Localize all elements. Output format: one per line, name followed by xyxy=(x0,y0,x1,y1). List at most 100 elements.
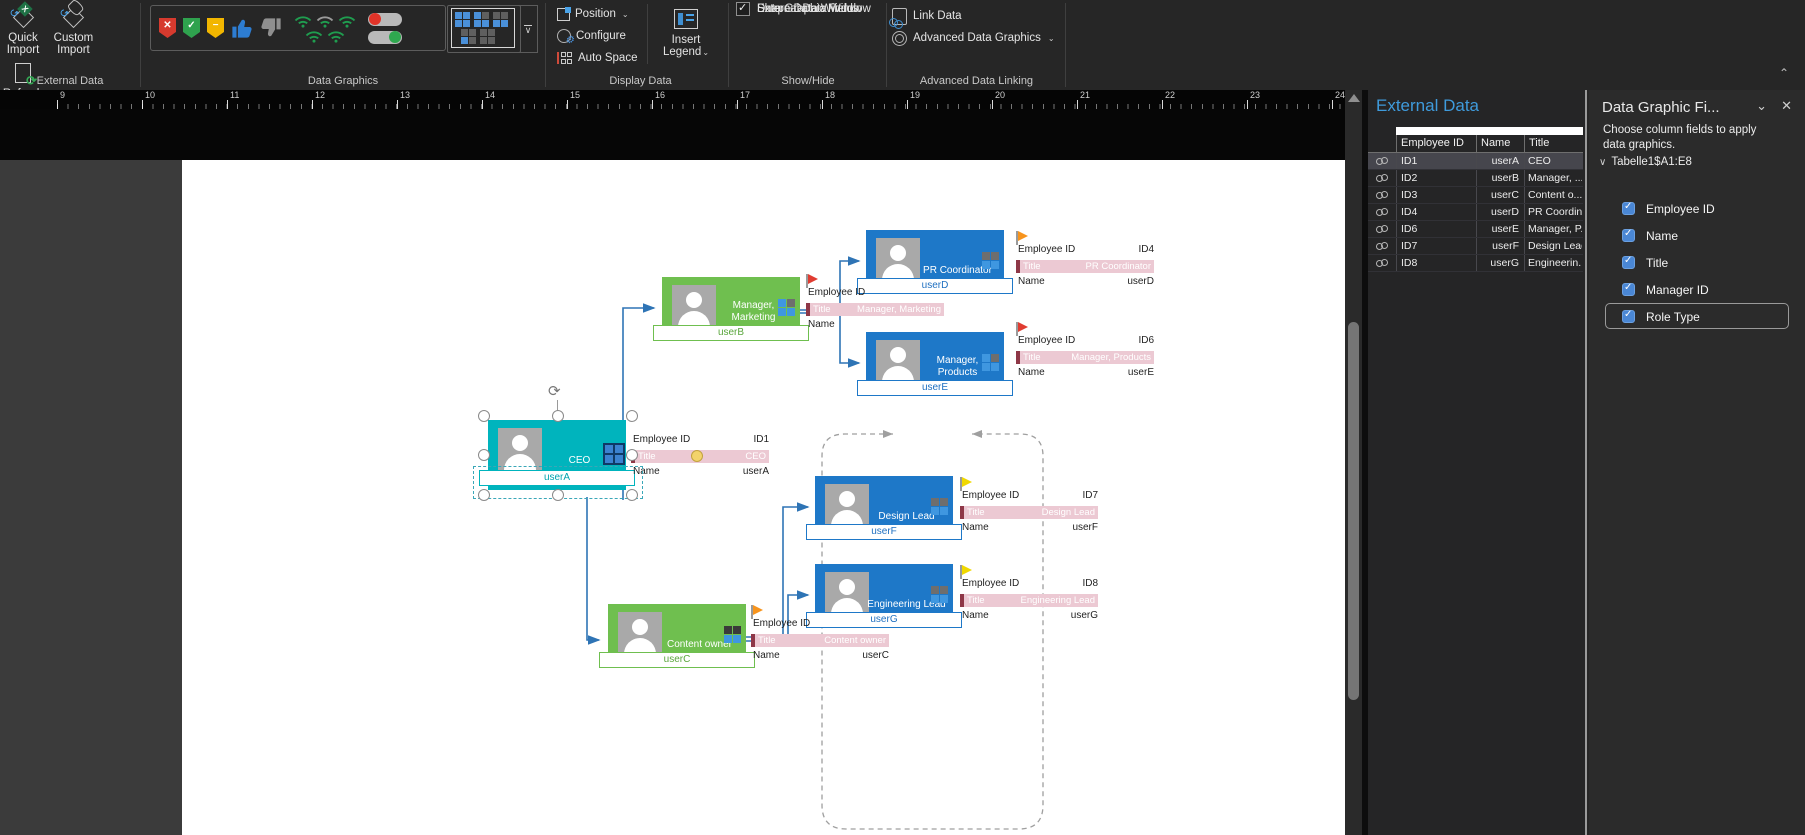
org-shape-design-lead[interactable]: Design Lead userF xyxy=(806,476,962,540)
reject-badge-icon[interactable]: ✕ xyxy=(159,18,176,38)
column-header-name[interactable]: Name xyxy=(1476,135,1524,152)
position-button[interactable]: Position⌄ xyxy=(557,4,629,24)
checkbox-icon[interactable] xyxy=(1622,228,1635,242)
rotation-handle-icon[interactable]: ⟳ xyxy=(548,383,561,400)
field-checkbox-list: Employee ID Name Title Manager ID xyxy=(1589,195,1805,330)
data-graphic-gallery[interactable] xyxy=(447,5,521,53)
cell-employee-id: ID6 xyxy=(1396,221,1476,237)
flag-icon xyxy=(751,605,763,619)
org-shape-ceo[interactable]: CEO userA xyxy=(479,420,635,490)
group-separator xyxy=(728,3,729,87)
insert-legend-icon xyxy=(674,9,698,29)
checkbox-icon[interactable] xyxy=(1622,309,1635,323)
signal-strength-icons[interactable] xyxy=(289,13,361,43)
checkbox-icon[interactable] xyxy=(736,1,750,16)
toggle-off-icon xyxy=(368,12,402,26)
selection-handle[interactable] xyxy=(626,449,638,461)
org-shape-manager-products[interactable]: Manager,Products userE xyxy=(857,332,1013,396)
selection-handle[interactable] xyxy=(626,489,638,501)
selection-handle[interactable] xyxy=(552,410,564,422)
org-shape-manager-marketing[interactable]: Manager,Marketing userB xyxy=(653,277,809,341)
field-checkbox-row[interactable]: Role Type xyxy=(1589,303,1805,330)
cell-name: userB xyxy=(1476,170,1524,186)
external-data-row[interactable]: ID4 userD PR Coordin... xyxy=(1368,204,1583,221)
column-header-title[interactable]: Title xyxy=(1524,135,1582,152)
quick-import-icon: X↺ xyxy=(5,0,34,28)
gallery-more-button[interactable]: ∨ xyxy=(519,5,538,53)
field-checkbox-row[interactable]: Title xyxy=(1589,249,1805,276)
org-shape-pr-coordinator[interactable]: PR Coordinator userD xyxy=(857,230,1013,294)
cell-title: Engineerin... xyxy=(1524,255,1582,271)
thumbs-up-icon[interactable] xyxy=(231,17,253,39)
group-external-data: X↺ Quick Import ↺ Custom Import ⟳ Refres… xyxy=(0,0,140,112)
ribbon-data-tab: X↺ Quick Import ↺ Custom Import ⟳ Refres… xyxy=(0,0,1805,112)
rotation-stem xyxy=(557,400,558,415)
quick-import-button[interactable]: X↺ Quick Import xyxy=(0,0,46,56)
ribbon-checkbox-row[interactable]: Data Graphic Fields xyxy=(736,0,859,18)
selection-handle[interactable] xyxy=(552,489,564,501)
checkbox-icon[interactable] xyxy=(1622,255,1635,269)
refresh-all-icon: ⟳ xyxy=(15,63,37,87)
selection-handle[interactable] xyxy=(478,489,490,501)
close-icon[interactable]: ✕ xyxy=(1781,98,1792,113)
chevron-down-icon[interactable]: ⌄ xyxy=(1756,98,1767,113)
drawing-page[interactable]: CEO userA Manager,Marketing userB PR Coo… xyxy=(182,160,1345,835)
scrollbar-thumb[interactable] xyxy=(1348,322,1359,700)
shape-title: Design Lead xyxy=(878,510,935,522)
cell-employee-id: ID2 xyxy=(1396,170,1476,186)
configure-button[interactable]: ⚙ Configure xyxy=(557,26,626,46)
checkbox-label: Data Graphic Fields xyxy=(757,3,859,15)
cell-title: Manager, ... xyxy=(1524,170,1582,186)
linked-icon xyxy=(1368,190,1396,200)
external-data-row[interactable]: ID2 userB Manager, ... xyxy=(1368,170,1583,187)
cell-employee-id: ID1 xyxy=(1396,153,1476,169)
field-checkbox-row[interactable]: Name xyxy=(1589,222,1805,249)
field-checkbox-row[interactable]: Manager ID xyxy=(1589,276,1805,303)
shape-title: CEO xyxy=(568,454,591,466)
checkbox-icon[interactable] xyxy=(1622,282,1635,296)
position-icon xyxy=(557,6,571,21)
external-data-row[interactable]: ID3 userC Content o... xyxy=(1368,187,1583,204)
approve-badge-icon[interactable]: ✓ xyxy=(183,18,200,38)
cell-name: userD xyxy=(1476,204,1524,220)
vertical-scrollbar[interactable] xyxy=(1345,90,1362,835)
external-data-window: External Data Employee ID Name Title ID1… xyxy=(1368,90,1587,835)
selection-handle[interactable] xyxy=(478,410,490,422)
link-data-button[interactable]: Link Data xyxy=(889,6,962,29)
checkbox-icon[interactable] xyxy=(1622,201,1635,215)
connector-ceo-to-content-owner[interactable] xyxy=(586,497,601,645)
column-header-employee-id[interactable]: Employee ID xyxy=(1396,135,1476,152)
data-graphic-icon[interactable] xyxy=(603,443,625,465)
shape-name-band: userB xyxy=(653,325,809,341)
pasteboard-top xyxy=(0,109,1345,160)
tree-collapse-icon[interactable]: ∨ xyxy=(1599,156,1607,168)
ruler-number: 18 xyxy=(825,90,836,100)
org-shape-content-owner[interactable]: Content owner userC xyxy=(599,604,755,668)
field-checkbox-row[interactable]: Employee ID xyxy=(1589,195,1805,222)
org-shape-engineering-lead[interactable]: Engineering Lead userG xyxy=(806,564,962,628)
thumbs-down-icon[interactable] xyxy=(260,17,282,39)
toggle-icons[interactable] xyxy=(368,12,402,44)
data-graphic-gallery-selected-item[interactable] xyxy=(451,8,515,48)
source-tree-item[interactable]: ∨ Tabelle1$A1:E8 xyxy=(1599,156,1692,168)
external-data-row[interactable]: ID6 userE Manager, P... xyxy=(1368,221,1583,238)
collapse-ribbon-icon[interactable]: ⌃ xyxy=(1778,66,1789,80)
advanced-data-graphics-button[interactable]: Advanced Data Graphics⌄ xyxy=(892,28,1055,48)
dashed-container[interactable] xyxy=(821,433,1044,830)
external-data-row[interactable]: ID1 userA CEO xyxy=(1368,153,1583,170)
insert-legend-button[interactable]: Insert Legend⌄ xyxy=(655,4,717,59)
onhold-badge-icon[interactable]: − xyxy=(207,18,224,38)
external-data-rows: ID1 userA CEO ID2 userB Manager, ... ID3… xyxy=(1368,153,1583,272)
selection-handle[interactable] xyxy=(626,410,638,422)
external-data-row[interactable]: ID8 userG Engineerin... xyxy=(1368,255,1583,272)
auto-space-button[interactable]: Auto Space xyxy=(557,48,637,68)
linked-icon xyxy=(1368,224,1396,234)
external-data-row[interactable]: ID7 userF Design Lead xyxy=(1368,238,1583,255)
selection-handle[interactable] xyxy=(478,449,490,461)
custom-import-button[interactable]: ↺ Custom Import xyxy=(50,0,96,56)
flag-icon xyxy=(960,565,972,579)
data-graphic-icon xyxy=(724,626,741,643)
scroll-up-icon[interactable] xyxy=(1348,94,1360,102)
link-column-header[interactable] xyxy=(1368,135,1396,152)
